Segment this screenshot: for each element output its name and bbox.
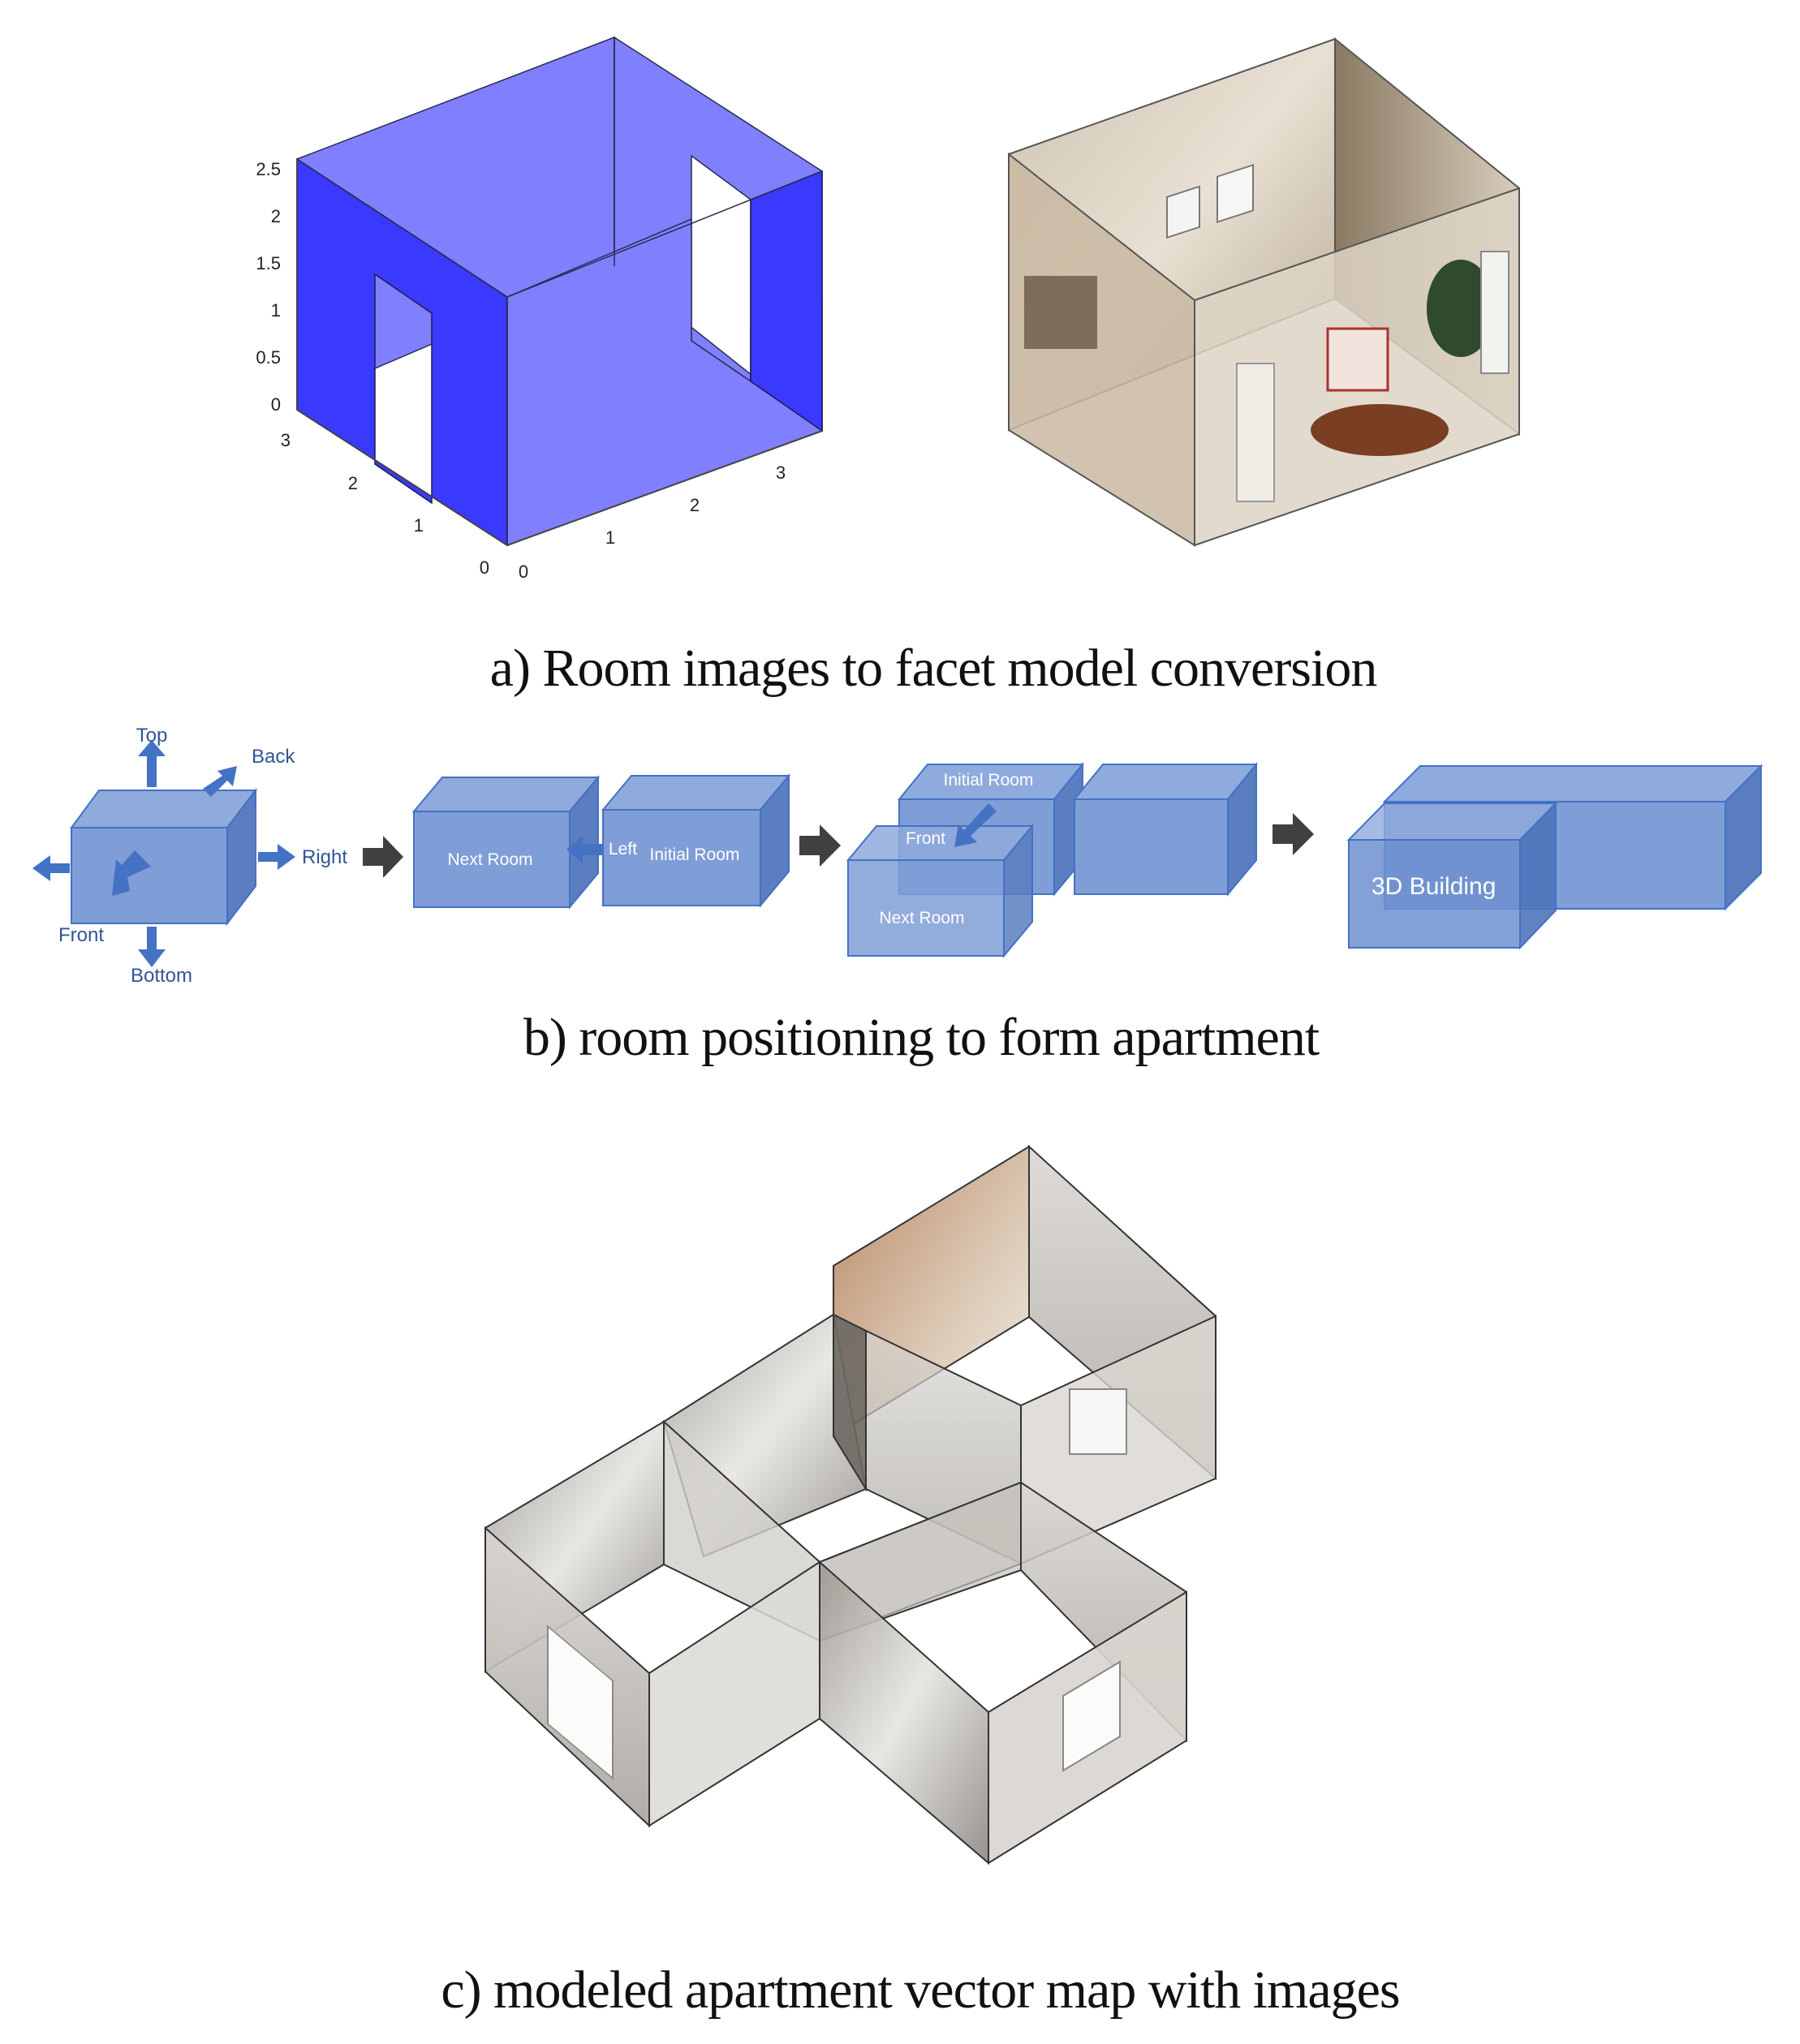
room-photo-doorway — [1236, 363, 1275, 502]
z-tick-label: 0.5 — [256, 347, 281, 368]
building-back-top — [1382, 765, 1763, 803]
caption-c: c) modeled apartment vector map with ima… — [441, 1960, 1399, 2020]
z-tick-label: 2 — [271, 206, 281, 226]
next-room-top — [411, 777, 601, 812]
y-tick-label: 1 — [414, 515, 424, 536]
initial-room-label: Initial Room — [650, 846, 740, 864]
label-top: Top — [136, 725, 168, 747]
z-tick-label: 2.5 — [256, 159, 281, 179]
window — [547, 1624, 614, 1780]
facet-model — [296, 36, 823, 547]
x-tick-label: 0 — [519, 562, 528, 582]
arrow-left-icon — [32, 855, 70, 881]
label-back: Back — [252, 746, 295, 768]
label-right: Right — [302, 846, 347, 868]
next-room-front — [847, 859, 1005, 957]
adjacent-room-top — [1072, 764, 1259, 800]
textured-room-box — [1008, 37, 1520, 547]
building-back-side — [1725, 764, 1762, 911]
next-room-label: Next Room — [447, 850, 532, 869]
cube-side — [226, 788, 256, 926]
adjacent-room-side — [1227, 762, 1257, 897]
caption-b: b) room positioning to form apartment — [523, 1008, 1320, 1067]
x-tick-label: 1 — [605, 527, 615, 548]
step-two: Initial Room Front Next Room — [846, 762, 1259, 958]
x-axis — [506, 430, 823, 546]
step-one: Next Room Left Initial Room — [411, 773, 791, 910]
panel-c: c) modeled apartment vector map with ima… — [441, 1144, 1401, 2020]
next-room-label: Next Room — [879, 909, 964, 927]
room-photo-table — [1311, 404, 1449, 456]
y-tick-label: 2 — [348, 473, 358, 493]
y-tick-label: 0 — [480, 557, 489, 578]
arrow-left-icon — [566, 836, 604, 863]
front-label: Front — [906, 829, 945, 848]
room-photo-window — [1166, 185, 1200, 239]
room-photo-cabinet — [1024, 276, 1097, 349]
step-arrow-icon — [363, 836, 403, 878]
room-photo-plant — [1427, 260, 1495, 357]
cube-front — [71, 827, 228, 924]
facet-axes: 2.5 2 1.5 1 0.5 0 3 2 1 0 0 1 2 3 — [256, 159, 823, 582]
building-front-side — [1519, 801, 1557, 950]
direction-cube: Top Back Right Front Bottom — [32, 725, 347, 987]
x-tick-label: 3 — [776, 463, 786, 483]
initial-room-side — [760, 773, 790, 908]
arrow-front-icon — [112, 850, 151, 896]
room-photo-window-right — [1480, 251, 1509, 374]
apartment-room-bottom-right — [819, 1481, 1187, 1865]
y-tick-label: 3 — [281, 430, 291, 450]
wall — [648, 1560, 820, 1827]
arrow-up-icon — [138, 740, 166, 787]
initial-room-label: Initial Room — [944, 771, 1034, 790]
step-arrow-icon — [799, 824, 841, 867]
cube-top — [70, 790, 258, 828]
z-tick-label: 1.5 — [256, 253, 281, 273]
building-label: 3D Building — [1372, 873, 1496, 900]
window — [1062, 1660, 1121, 1772]
step-arrow-icon — [1272, 813, 1314, 855]
room-photo-window — [1217, 163, 1254, 223]
arrow-right-icon — [258, 844, 295, 870]
arrow-down-icon — [138, 927, 166, 967]
window — [1069, 1388, 1127, 1455]
x-tick-label: 2 — [690, 495, 700, 515]
room-photo-artwork — [1326, 327, 1389, 392]
adjacent-room-front — [1074, 798, 1229, 895]
label-front: Front — [58, 924, 104, 946]
step-three: 3D Building — [1346, 764, 1763, 950]
caption-a: a) Room images to facet model conversion — [490, 639, 1377, 698]
z-tick-label: 0 — [271, 394, 281, 415]
next-room-side — [569, 775, 599, 910]
z-tick-label: 1 — [271, 300, 281, 321]
next-room-side — [1003, 824, 1033, 958]
initial-room-top — [601, 775, 791, 811]
arrow-front-icon — [954, 803, 997, 847]
left-label: Left — [609, 840, 637, 858]
label-bottom: Bottom — [131, 965, 192, 987]
panel-b: Top Back Right Front Bottom Next Room Le… — [32, 725, 1763, 1067]
panel-a: 2.5 2 1.5 1 0.5 0 3 2 1 0 0 1 2 3 — [256, 36, 1520, 698]
arrow-back-icon — [203, 766, 237, 797]
y-axis — [296, 409, 508, 546]
